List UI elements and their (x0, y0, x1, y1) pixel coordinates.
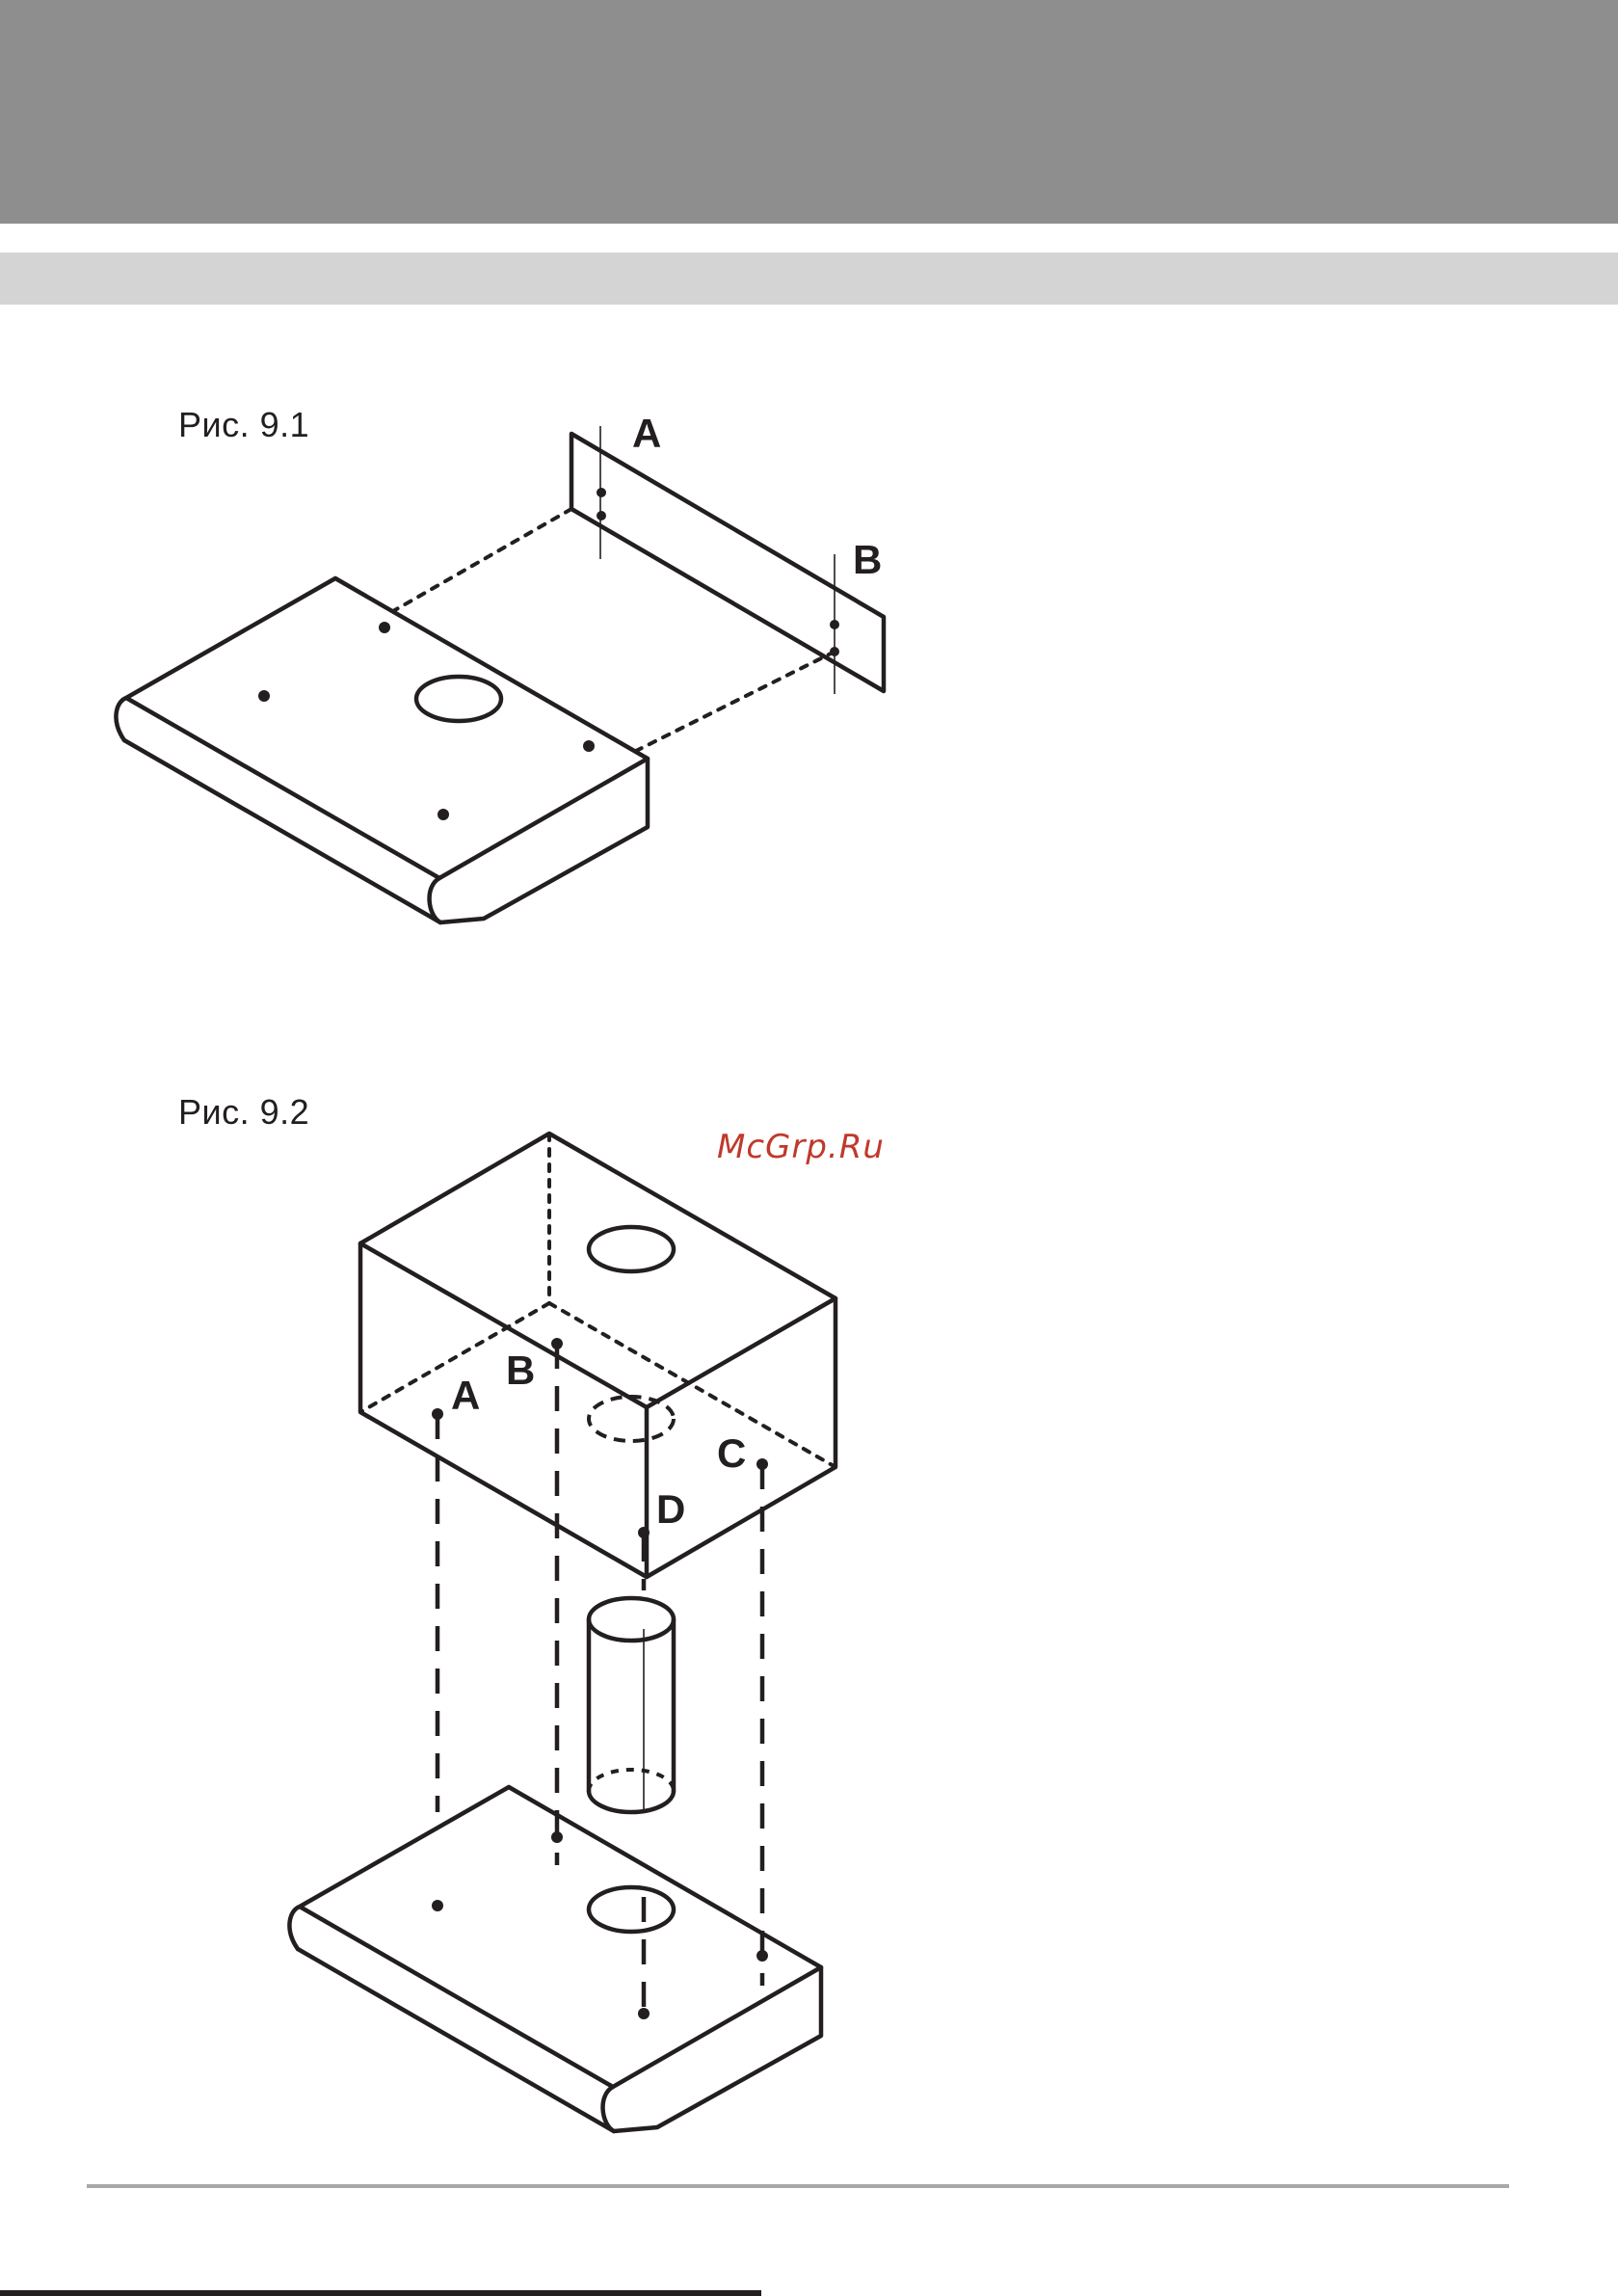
hood-hole-d (638, 2008, 650, 2019)
cabinet-bottom-opening (589, 1397, 674, 1441)
footer-rule (87, 2184, 1509, 2188)
hood-duct-opening (589, 1887, 674, 1932)
label-a: A (451, 1373, 480, 1418)
bottom-strip (0, 2290, 761, 2296)
label-b: B (506, 1348, 535, 1393)
cabinet-top-opening (589, 1227, 674, 1271)
hood-hole-b (551, 1831, 563, 1843)
label-c: C (717, 1430, 746, 1476)
duct-pipe (589, 1598, 674, 1812)
label-d: D (656, 1486, 685, 1532)
hood-hole-a (432, 1900, 443, 1911)
hood-hole-c (756, 1950, 768, 1962)
cabinet-hidden-edge-right (549, 1303, 836, 1467)
